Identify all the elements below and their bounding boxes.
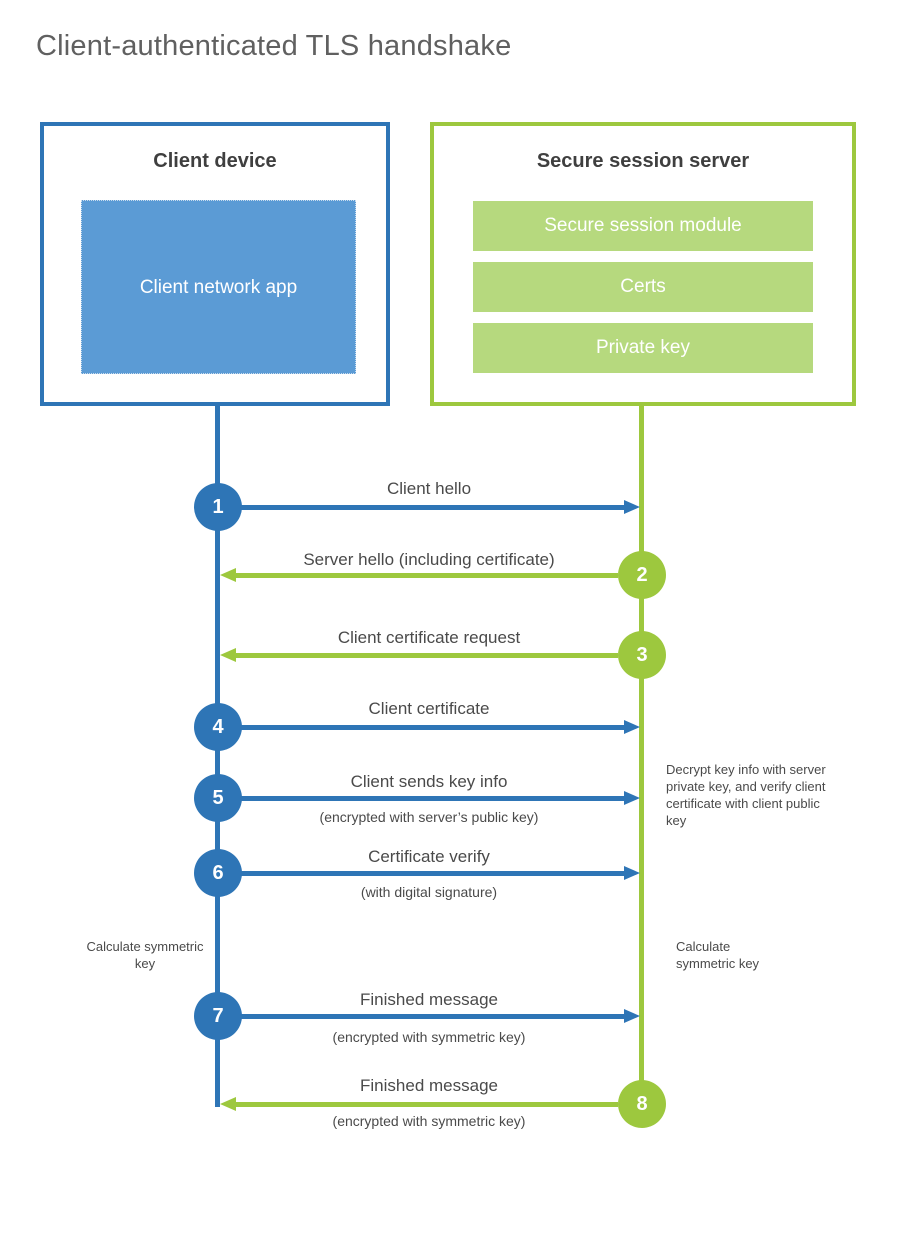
client-device-box: Client device Client network app — [40, 122, 390, 406]
server-module-bar: Secure session module — [473, 201, 813, 251]
client-network-app-label: Client network app — [139, 276, 298, 298]
page-title: Client-authenticated TLS handshake — [36, 30, 512, 62]
arrowhead-right-icon — [624, 866, 640, 880]
step-5-arrow — [241, 791, 640, 805]
client-device-title: Client device — [153, 150, 277, 172]
server-module-label: Certs — [620, 276, 666, 297]
step-2-label: Server hello (including certificate) — [303, 550, 555, 569]
step-7-label: Finished message — [360, 990, 498, 1009]
server-title: Secure session server — [536, 150, 750, 172]
step-circle-4: 4 — [194, 703, 242, 751]
step-circle-6: 6 — [194, 849, 242, 897]
step-8-sublabel: (encrypted with symmetric key) — [332, 1113, 526, 1129]
server-lifeline — [639, 406, 644, 1106]
step-circle-5: 5 — [194, 774, 242, 822]
step-5-label: Client sends key info — [350, 772, 508, 791]
note-decrypt: Decrypt key info with server private key… — [666, 762, 826, 828]
note-calc-left: Calculate symmetric key — [86, 939, 204, 971]
step-7-arrow — [241, 1009, 640, 1023]
arrowhead-right-icon — [624, 791, 640, 805]
server-module-label: Private key — [596, 337, 690, 358]
arrowhead-right-icon — [624, 500, 640, 514]
step-2-arrow — [220, 568, 618, 582]
step-7-sublabel: (encrypted with symmetric key) — [332, 1029, 526, 1045]
step-8-label: Finished message — [360, 1076, 498, 1095]
step-circle-8: 8 — [618, 1080, 666, 1128]
arrowhead-left-icon — [220, 648, 236, 662]
step-4-label: Client certificate — [368, 699, 490, 718]
step-8-arrow — [220, 1097, 618, 1111]
step-3-label: Client certificate request — [337, 628, 521, 647]
arrowhead-right-icon — [624, 1009, 640, 1023]
step-6-sublabel: (with digital signature) — [360, 884, 498, 900]
step-5-sublabel: (encrypted with server’s public key) — [319, 809, 539, 825]
step-1-label: Client hello — [386, 479, 472, 498]
arrowhead-right-icon — [624, 720, 640, 734]
client-network-app-box: Client network app — [81, 200, 356, 374]
server-module-bar: Certs — [473, 262, 813, 312]
step-circle-3: 3 — [618, 631, 666, 679]
step-6-arrow — [241, 866, 640, 880]
client-lifeline — [215, 406, 220, 1107]
step-4-arrow — [241, 720, 640, 734]
step-6-label: Certificate verify — [368, 847, 490, 866]
server-module-bar: Private key — [473, 323, 813, 373]
step-circle-2: 2 — [618, 551, 666, 599]
server-box: Secure session server Secure session mod… — [430, 122, 856, 406]
step-circle-7: 7 — [194, 992, 242, 1040]
arrowhead-left-icon — [220, 568, 236, 582]
arrowhead-left-icon — [220, 1097, 236, 1111]
step-1-arrow — [241, 500, 640, 514]
server-module-label: Secure session module — [544, 215, 742, 236]
step-3-arrow — [220, 648, 618, 662]
step-circle-1: 1 — [194, 483, 242, 531]
note-calc-right: Calculate symmetric key — [676, 939, 760, 971]
